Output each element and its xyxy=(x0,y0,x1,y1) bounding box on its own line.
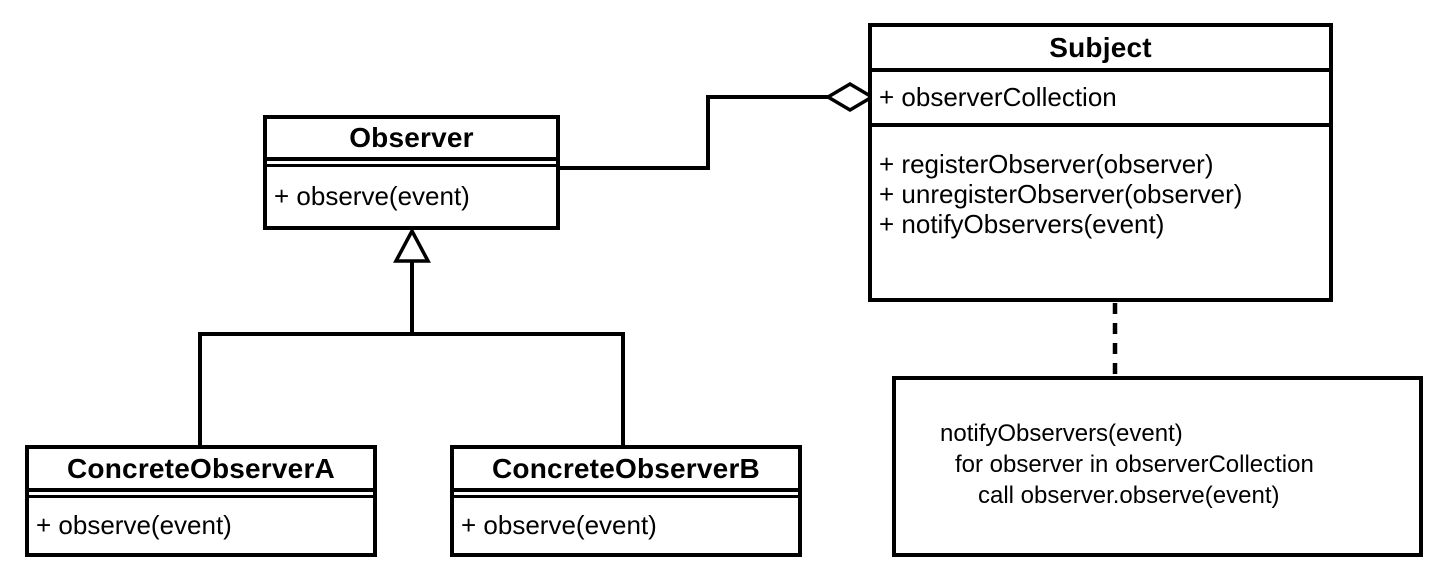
class-name-observer: Observer xyxy=(267,119,556,161)
method-unregister-observer: + unregisterObserver(observer) xyxy=(879,179,1243,209)
aggregation-connector-line xyxy=(558,95,832,170)
note-line: for observer in observerCollection xyxy=(955,451,1314,478)
method-observe: + observe(event) xyxy=(461,510,657,540)
method-register-observer: + registerObserver(observer) xyxy=(879,149,1214,179)
empty-attributes-compartment xyxy=(454,492,798,498)
pseudocode-note-box: notifyObservers(event) for observer in o… xyxy=(892,376,1423,557)
inheritance-triangle-icon xyxy=(393,227,431,263)
class-name-concrete-observer-a: ConcreteObserverA xyxy=(29,449,373,492)
class-name-subject: Subject xyxy=(872,27,1329,72)
class-box-observer: Observer + observe(event) xyxy=(263,115,560,230)
attribute-observer-collection: + observerCollection xyxy=(872,72,1329,127)
generalization-branch-line xyxy=(198,332,625,448)
class-box-subject: Subject + observerCollection + registerO… xyxy=(868,23,1333,302)
subject-methods-compartment: + registerObserver(observer) + unregiste… xyxy=(872,127,1329,298)
empty-attributes-compartment xyxy=(29,492,373,498)
aggregation-diamond-icon xyxy=(824,81,876,113)
note-line: notifyObservers(event) xyxy=(940,420,1183,447)
method-notify-observers: + notifyObservers(event) xyxy=(879,209,1165,239)
note-line: call observer.observe(event) xyxy=(978,482,1280,509)
class-name-concrete-observer-b: ConcreteObserverB xyxy=(454,449,798,492)
class-box-concrete-observer-b: ConcreteObserverB + observe(event) xyxy=(450,445,802,557)
empty-attributes-compartment xyxy=(267,161,556,167)
class-box-concrete-observer-a: ConcreteObserverA + observe(event) xyxy=(25,445,377,557)
method-observe: + observe(event) xyxy=(274,181,470,211)
method-observe: + observe(event) xyxy=(36,510,232,540)
